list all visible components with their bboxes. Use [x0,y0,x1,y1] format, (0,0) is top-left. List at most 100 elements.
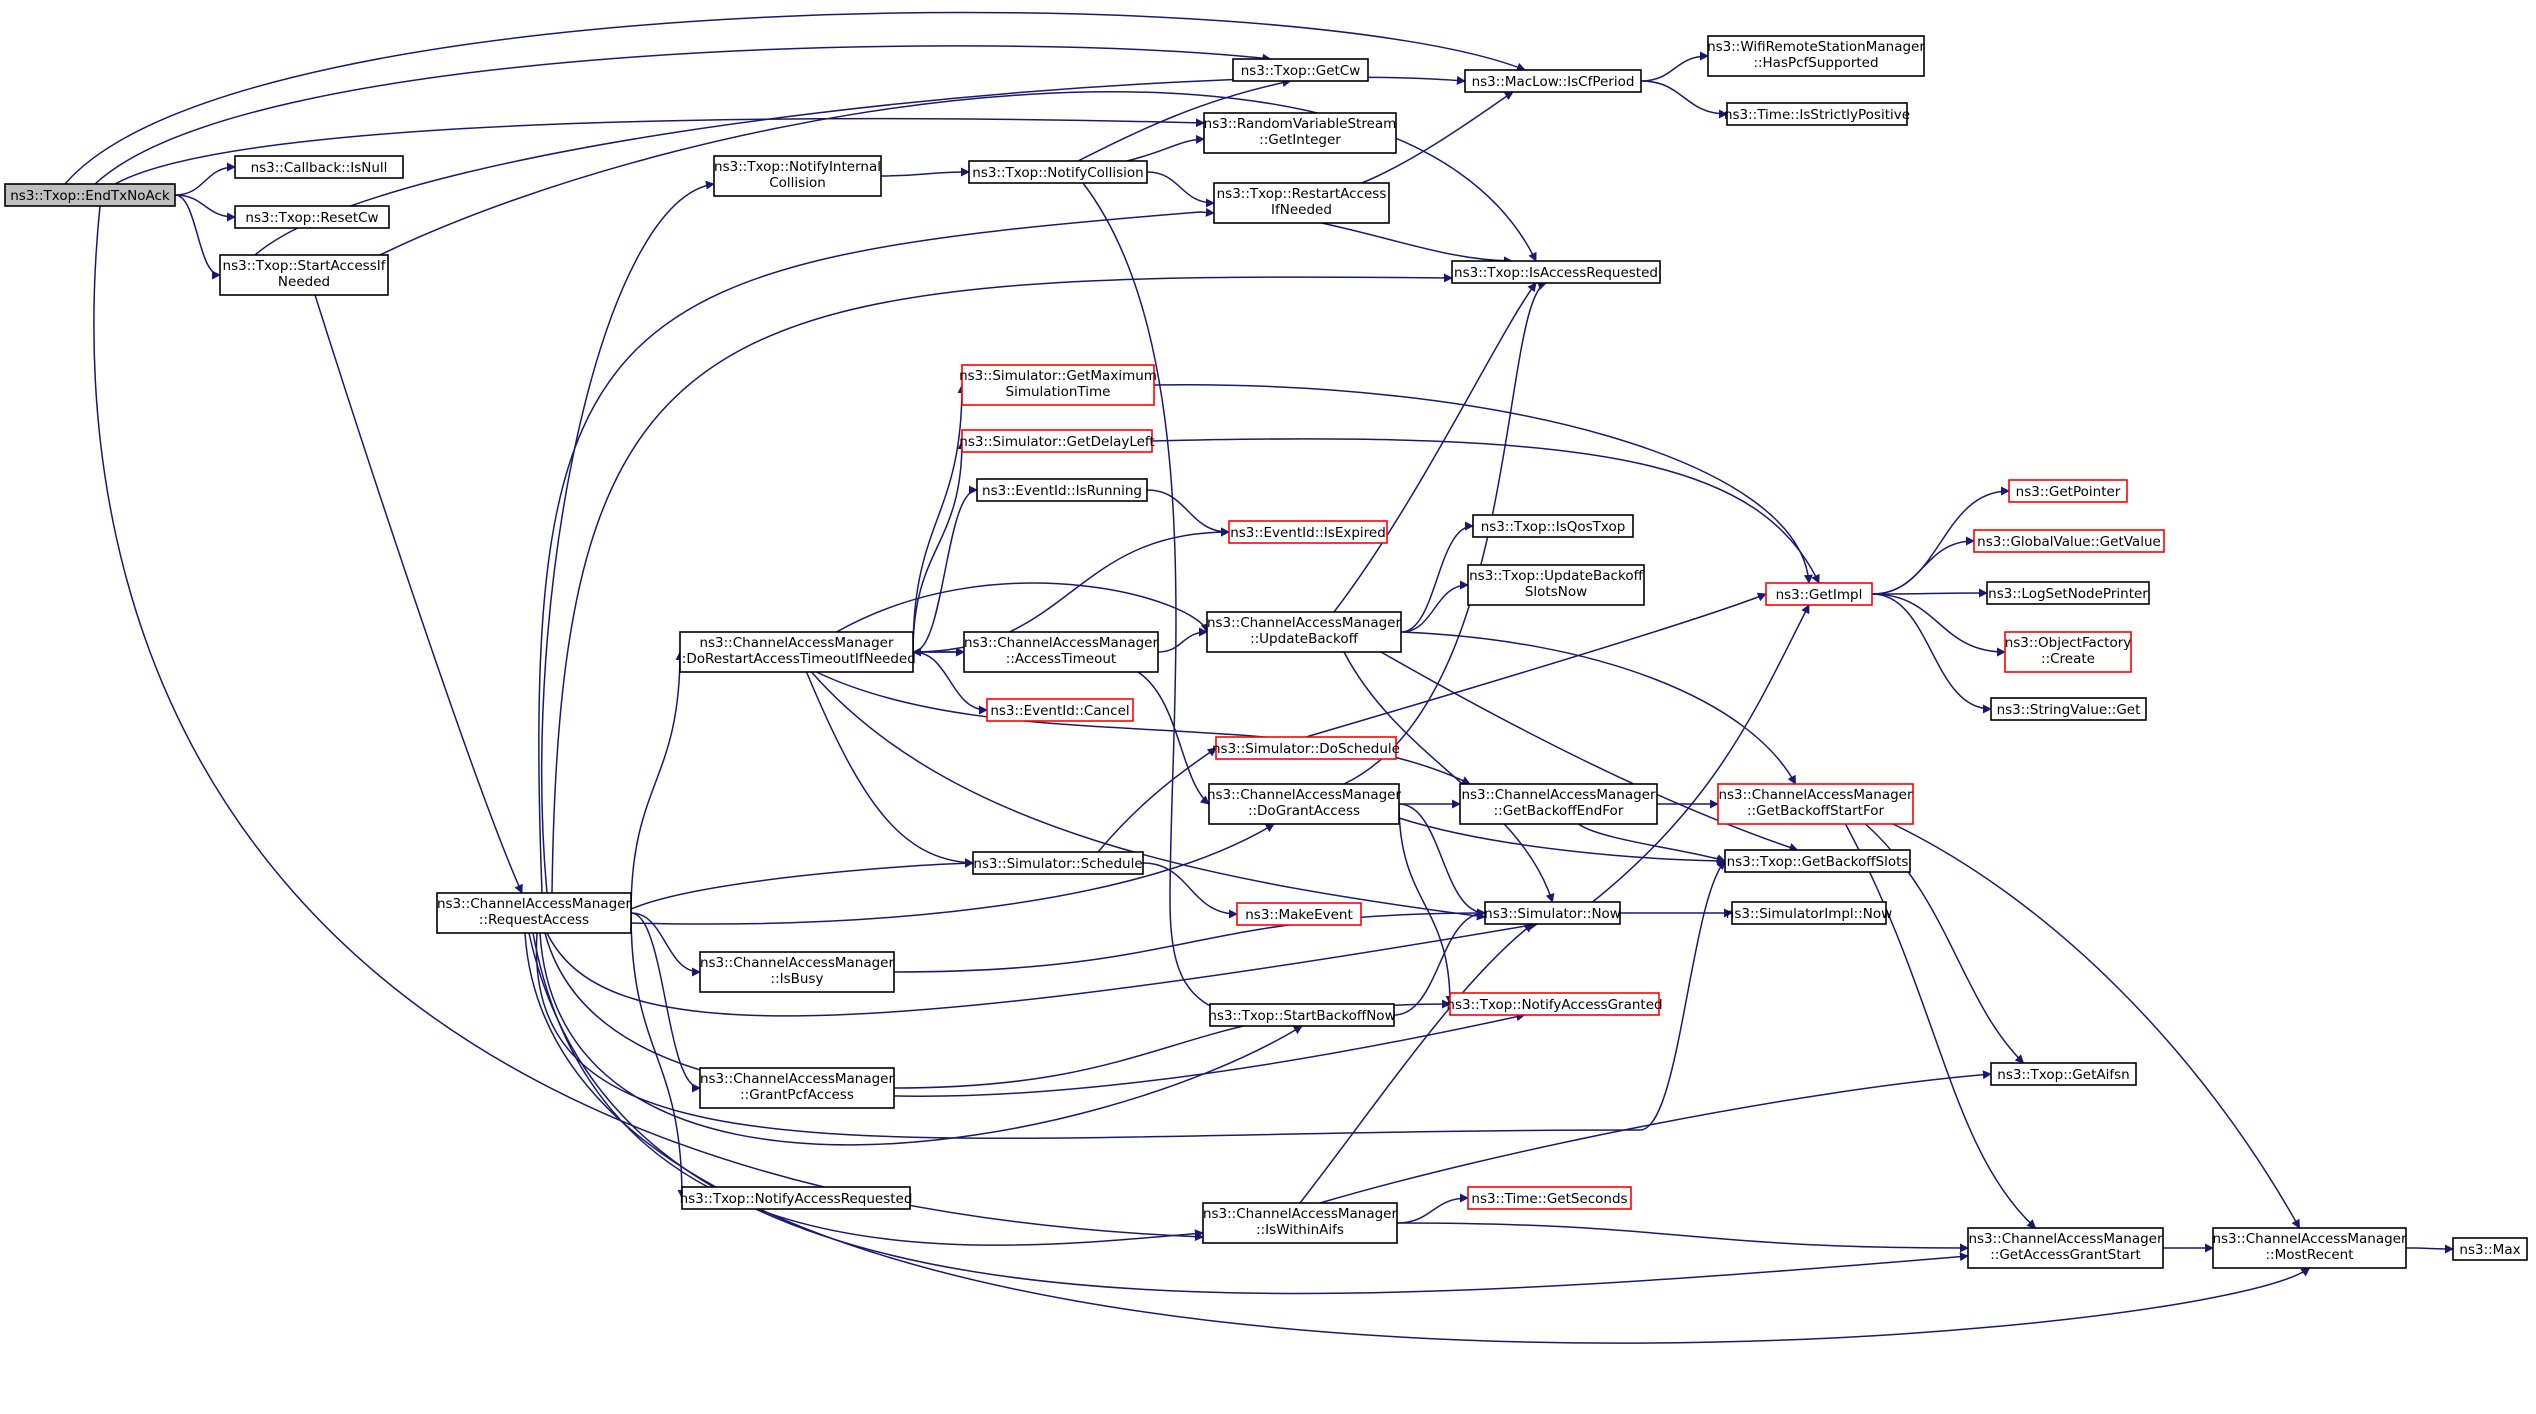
node-label: ::GrantPcfAccess [740,1087,854,1103]
node-startbackoff[interactable]: ns3::Txop::StartBackoffNow [1208,1003,1396,1027]
node-box [1209,1003,1395,1027]
edge-notifycollision-to-startbackoff [1082,182,1231,1017]
node-stringvalue[interactable]: ns3::StringValue::Get [1990,697,2147,721]
edge-schedule-to-makeevent [1142,862,1238,919]
node-box [436,892,632,934]
node-schedule[interactable]: ns3::Simulator::Schedule [972,851,1144,875]
node-label: ns3::Txop::StartBackoffNow [1208,1008,1395,1024]
node-makeevent[interactable]: ns3::MakeEvent [1236,902,1362,926]
edge-requestaccess-to-dogrant [630,823,1275,925]
node-getcw[interactable]: ns3::Txop::GetCw [1232,58,1369,82]
node-getpointer[interactable]: ns3::GetPointer [2008,479,2128,503]
edge-dogrant-to-now [1398,803,1486,918]
node-now[interactable]: ns3::Simulator::Now [1484,901,1621,925]
edge-accesstimeout-to-updatebackoff [1157,627,1208,653]
edge-iswithinaifs-to-getaifsn [1319,1070,1992,1204]
node-box [1451,260,1661,284]
node-isnull[interactable]: ns3::Callback::IsNull [234,155,404,179]
edge-doreset-to-cancel [912,651,988,715]
node-isrunning[interactable]: ns3::EventId::IsRunning [976,478,1148,502]
node-objfactory[interactable]: ns3::ObjectFactory::Create [2004,631,2132,673]
node-iscfperiod[interactable]: ns3::MacLow::IsCfPeriod [1464,69,1642,93]
node-max[interactable]: ns3::Max [2452,1237,2528,1261]
node-box [681,1186,911,1210]
node-backoffend[interactable]: ns3::ChannelAccessManager::GetBackoffEnd… [1459,783,1658,825]
edge-updatebackoff-to-now [1343,651,1555,903]
edge-notifyinternal-to-notifycollision [880,167,970,177]
node-label: ns3::Time::IsStrictlyPositive [1724,107,1910,123]
node-resetcw[interactable]: ns3::Txop::ResetCw [234,205,390,229]
node-box [2008,479,2128,503]
node-backoffslots[interactable]: ns3::Txop::GetBackoffSlots [1724,849,1911,873]
node-grantstart[interactable]: ns3::ChannelAccessManager::GetAccessGran… [1967,1227,2164,1269]
node-box [1986,581,2150,605]
node-label: ns3::SimulatorImpl::Now [1726,906,1892,922]
node-label: SimulationTime [1006,384,1111,400]
node-box [1215,736,1397,760]
node-label: Needed [278,274,330,290]
edge-isbusy-to-now [893,908,1486,973]
node-getaifsn[interactable]: ns3::Txop::GetAifsn [1990,1062,2137,1086]
node-ispositive[interactable]: ns3::Time::IsStrictlyPositive [1724,102,1910,126]
node-box [1717,783,1914,825]
edge-requestaccess-to-doreset [630,651,685,914]
node-haspcf[interactable]: ns3::WifiRemoteStationManager::HasPcfSup… [1707,35,1925,77]
edge-iswithinaifs-to-now [1299,923,1534,1204]
node-getdelayleft[interactable]: ns3::Simulator::GetDelayLeft [959,429,1155,453]
node-box [1472,514,1634,538]
node-getimpl[interactable]: ns3::GetImpl [1765,582,1873,606]
node-box [1724,849,1911,873]
edge-requestaccess-to-isaccessreq [551,273,1453,894]
edge-dogrant-to-isaccessreq [1343,281,1547,785]
node-notifycollision[interactable]: ns3::Txop::NotifyCollision [968,160,1148,184]
node-box [972,851,1144,875]
edge-layer [64,11,2454,1344]
node-layer: ns3::Txop::EndTxNoAck ns3::Callback::IsNu… [4,35,2528,1269]
node-box [1459,783,1658,825]
node-getseconds[interactable]: ns3::Time::GetSeconds [1467,1186,1632,1210]
node-implnow[interactable]: ns3::SimulatorImpl::Now [1726,901,1892,925]
edge-requestaccess-to-mostrecent [524,932,2311,1344]
node-box [4,183,176,207]
node-label: ns3::Simulator::DoSchedule [1212,741,1400,757]
node-box [234,205,390,229]
node-globalvalue[interactable]: ns3::GlobalValue::GetValue [1973,529,2165,553]
node-label: ns3::ChannelAccessManager [699,635,894,651]
node-notifyreq[interactable]: ns3::Txop::NotifyAccessRequested [680,1186,913,1210]
edge-startaccess-to-requestaccess [314,294,523,894]
node-doschedule[interactable]: ns3::Simulator::DoSchedule [1212,736,1400,760]
node-accesstimeout[interactable]: ns3::ChannelAccessManager::AccessTimeout [963,631,1159,673]
node-doreset[interactable]: ns3::ChannelAccessManager::DoRestartAcce… [677,631,916,673]
node-cancel[interactable]: ns3::EventId::Cancel [986,698,1134,722]
node-isbusy[interactable]: ns3::ChannelAccessManager::IsBusy [699,951,895,993]
node-backoffstart[interactable]: ns3::ChannelAccessManager::GetBackoffSta… [1717,783,1914,825]
node-iswithinaifs[interactable]: ns3::ChannelAccessManager::IsWithinAifs [1202,1202,1398,1244]
node-dogrant[interactable]: ns3::ChannelAccessManager::DoGrantAccess [1207,783,1402,825]
node-root[interactable]: ns3::Txop::EndTxNoAck [4,183,176,207]
node-requestaccess[interactable]: ns3::ChannelAccessManager::RequestAccess [436,892,632,934]
node-label: ns3::ChannelAccessManager [1203,1206,1398,1222]
node-notifygranted[interactable]: ns3::Txop::NotifyAccessGranted [1446,992,1663,1016]
node-isexpired[interactable]: ns3::EventId::IsExpired [1228,520,1388,544]
node-grantpcf[interactable]: ns3::ChannelAccessManager::GrantPcfAcces… [699,1067,895,1109]
node-isaccessreq[interactable]: ns3::Txop::IsAccessRequested [1451,260,1661,284]
node-box [1973,529,2165,553]
node-randint[interactable]: ns3::RandomVariableStream::GetInteger [1203,112,1397,154]
node-label: ns3::Txop::EndTxNoAck [10,188,170,204]
node-updatebackoff[interactable]: ns3::ChannelAccessManager::UpdateBackoff [1206,611,1402,653]
edge-startbackoff-to-now [1393,908,1486,1016]
node-lognode[interactable]: ns3::LogSetNodePrinter [1986,581,2150,605]
node-isqos[interactable]: ns3::Txop::IsQosTxop [1472,514,1634,538]
node-label: ns3::ChannelAccessManager [1968,1231,2163,1247]
edge-requestaccess-to-startbackoff [539,932,1303,1146]
edge-restartaccess-to-isaccessreq [1321,222,1513,266]
node-label: ns3::StringValue::Get [1997,702,2141,718]
edge-updatebackoff-to-isqos [1400,521,1474,633]
node-mostrecent[interactable]: ns3::ChannelAccessManager::MostRecent [2212,1227,2407,1269]
edge-iswithinaifs-to-getseconds [1396,1193,1469,1224]
